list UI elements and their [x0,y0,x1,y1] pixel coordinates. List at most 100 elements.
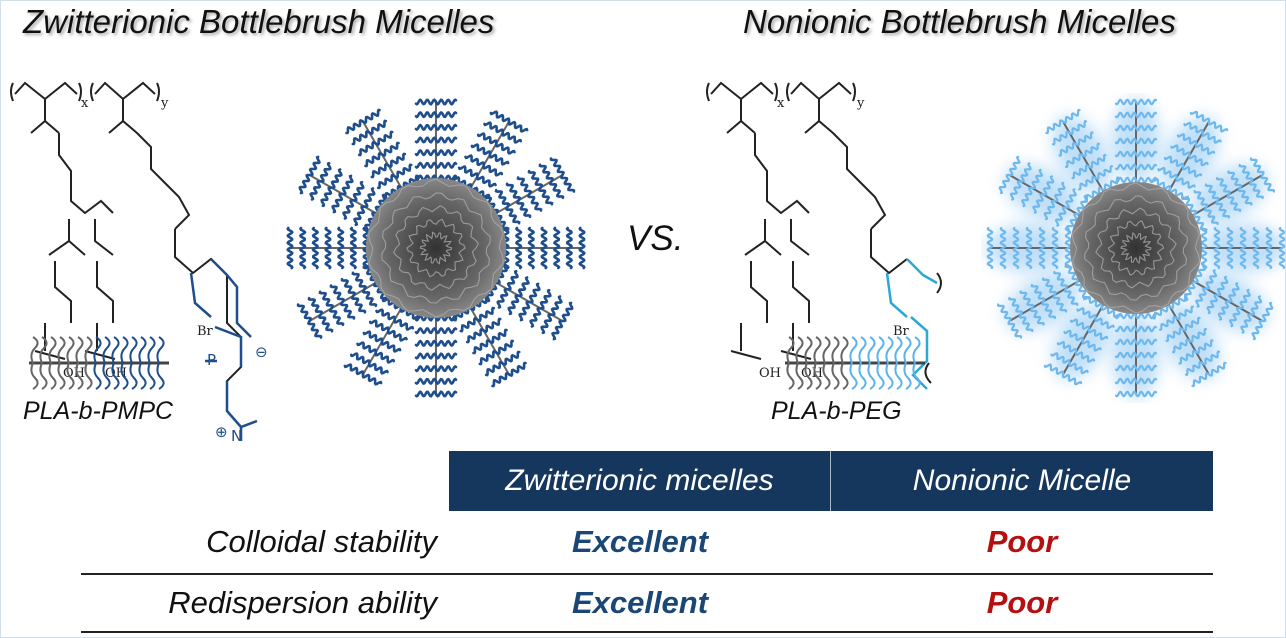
y-subscript: y [856,96,865,111]
arm-bristle [505,182,522,202]
arm-bristle [516,199,532,219]
ammonium-label: N [231,427,242,441]
arm-bristle [434,364,458,373]
arm-bristle [349,246,358,270]
cell-redispersion-nonionic: Poor [986,585,1058,620]
arm-bristle [1050,352,1071,365]
arm-bristle [1278,226,1285,250]
arm-bristle [1227,282,1240,303]
arm-bristle [1163,155,1185,168]
arm-bristle [1134,351,1158,359]
arm-bristle [548,180,565,200]
arm-bristle [1071,164,1091,180]
arm-bristle [1012,226,1020,250]
arm-bristle [565,246,574,270]
arm-bristle [434,377,458,386]
mini-bristle [48,362,57,390]
arm-bristle [1134,325,1158,333]
arm-bristle [1069,318,1091,331]
mini-bristle [57,362,66,390]
arm-bristle [1134,150,1158,158]
mini-bristle [75,336,84,364]
arm-bristle [1165,327,1185,343]
arm-bristle [357,140,377,157]
arm-bristle [465,328,485,344]
arm-bristle [352,180,365,202]
arm-bristle [496,288,509,309]
arm-bristle [1068,362,1089,375]
table-bottom-rule [81,631,1213,633]
arm-bristle [527,246,536,270]
arm-bristle [434,390,458,398]
arm-bristle [1045,119,1065,135]
arm-bristle [434,326,458,335]
micelle-arms-cyan [986,98,1285,398]
arm-bristle [1134,111,1158,119]
arm-bristle [324,246,332,270]
arm-bristle [1183,121,1204,134]
polymer-name-peg: PLA-b-PEG [771,397,902,425]
arm-bristle [434,314,458,322]
arm-bristle [1265,246,1273,270]
arm-bristle [370,162,390,179]
mini-bristle [30,362,39,390]
arm-bristle [351,271,367,291]
arm-bristle [552,226,561,250]
arm-bristle [1064,246,1072,270]
arm-bristle [336,226,345,250]
arm-bristle [414,123,438,132]
arm-bristle [1030,283,1046,303]
arm-bristle [1032,193,1045,214]
arm-bristle [540,226,548,250]
arm-bristle [495,263,508,285]
mini-bristle [786,362,795,390]
arm-bristle [1239,226,1247,250]
arm-bristle [342,199,355,220]
arm-bristle [476,306,496,323]
arm-bristle [1261,301,1274,323]
arm-bristle [986,226,994,250]
arm-bristle [345,119,365,135]
arm-bristle [1188,328,1208,343]
x-subscript: x [777,96,785,111]
arm-bristle [434,110,458,119]
arm-bristle [495,339,515,356]
arm-bristle [341,174,354,196]
mini-bristle [849,362,858,390]
arm-bristle [1134,124,1158,132]
polymer-name-pmpc: PLA-b-PMPC [23,397,174,425]
arm-bristle [1178,349,1198,365]
arm-bristle [1237,186,1253,206]
mini-bristle [156,336,165,364]
mini-bristle [849,336,858,364]
arm-bristle [364,211,377,233]
peg-bottlebrush-icon [785,336,925,390]
micelle-arms-blue [286,98,586,398]
arm-bristle [1021,186,1034,208]
mini-bristle [912,336,921,364]
mini-bristle [66,362,75,390]
mini-bristle [30,336,39,364]
arm-bristle [1043,199,1056,221]
arm-bristle [1114,176,1138,184]
mini-bristle [867,362,876,390]
arm-bristle [311,246,320,270]
arm-bristle [1207,120,1229,133]
mini-bristle [147,336,156,364]
arm-bristle [484,360,504,377]
mini-bristle [66,336,75,364]
arm-bristle [1063,287,1079,307]
arm-bristle [374,351,396,364]
mini-bristle [822,362,831,390]
arm-bristle [414,339,438,348]
core-ring [1107,220,1165,276]
mini-bristle [786,336,795,364]
arm-bristle [1018,313,1034,333]
arm-bristle [414,377,438,386]
mini-bristle [48,336,57,364]
arm-bristle [383,184,403,201]
arm-bristle [307,319,323,339]
arm-bristle [434,161,458,170]
arm-bristle [1226,246,1234,270]
arm-bristle [1203,206,1219,226]
